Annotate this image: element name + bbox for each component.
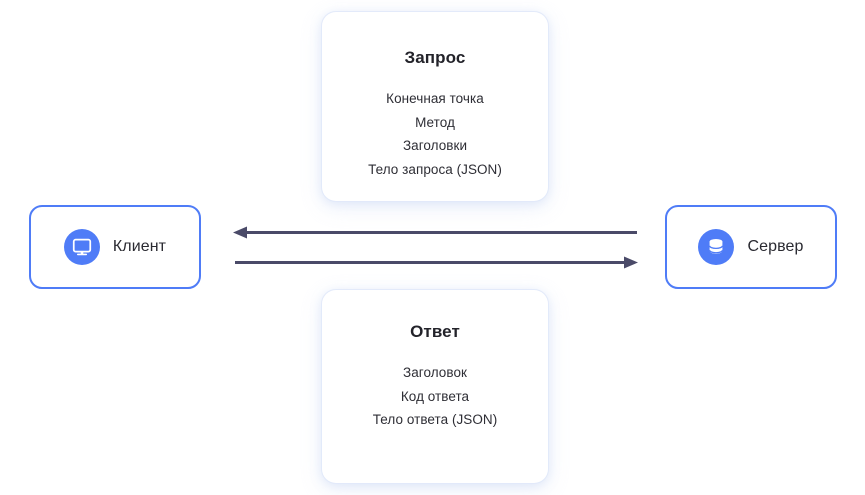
- card-response-line: Заголовок: [403, 365, 467, 380]
- card-response-lines: Заголовок Код ответа Тело ответа (JSON): [322, 361, 548, 432]
- response-arrow-head: [233, 226, 247, 239]
- node-server[interactable]: Сервер: [665, 205, 837, 289]
- card-request-line: Тело запроса (JSON): [368, 161, 502, 177]
- card-request-title: Запрос: [404, 48, 466, 67]
- node-client[interactable]: Клиент: [29, 205, 201, 289]
- request-arrow: [235, 256, 638, 269]
- response-arrow: [233, 226, 637, 239]
- card-response-line: Код ответа: [400, 388, 470, 404]
- card-response: Ответ Заголовок Код ответа Тело ответа (…: [322, 290, 548, 483]
- card-request-line: Метод: [415, 114, 455, 130]
- database-icon: [698, 229, 735, 265]
- node-client-label: Клиент: [112, 238, 167, 255]
- card-response-title: Ответ: [410, 322, 460, 341]
- monitor-icon: [63, 229, 100, 265]
- card-request: Запрос Конечная точка Метод Заголовки Те…: [322, 12, 548, 201]
- request-arrow-head: [624, 256, 638, 269]
- node-server-label: Сервер: [747, 238, 804, 255]
- card-request-line: Заголовки: [402, 138, 468, 153]
- card-request-lines: Конечная точка Метод Заголовки Тело запр…: [322, 87, 548, 181]
- card-request-line: Конечная точка: [386, 91, 484, 106]
- card-response-line: Тело ответа (JSON): [372, 412, 498, 427]
